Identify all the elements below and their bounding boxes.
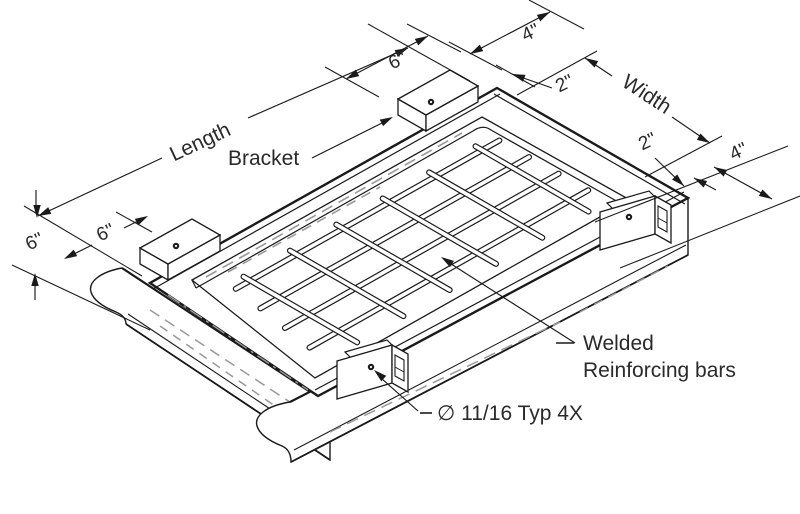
dim-4-top-arrow-a (470, 44, 484, 54)
label-welded-line2: Reinforcing bars (583, 359, 736, 382)
dim-6-left-arrow-a (64, 249, 78, 259)
bar-fill (380, 196, 498, 266)
length-arrow-low (38, 207, 52, 216)
label-width: Width (618, 70, 676, 119)
reinforcing-bar (379, 195, 499, 267)
extension-line (367, 23, 471, 82)
dim-6-vert-arrow-up (31, 273, 39, 286)
dim-text-4-right: 4" (726, 139, 751, 165)
dim-6-top-arrow-b (414, 36, 428, 46)
bracket-front-slot-lip (394, 366, 405, 373)
bracket-top-hole-center (429, 100, 433, 104)
label-bracket: Bracket (228, 147, 299, 170)
bar-fill (241, 274, 359, 345)
dim-text-6-top: 6" (385, 48, 410, 74)
bar-fill (307, 188, 591, 350)
extension-line (115, 211, 153, 233)
welded-bars-leader-arrow (441, 257, 454, 268)
frame-outer-edge (147, 86, 691, 398)
dimension-line (37, 157, 163, 217)
hidden-line (205, 132, 463, 278)
dimension-line (247, 47, 409, 119)
length-arrow-high (394, 48, 408, 57)
extension-line (406, 23, 462, 53)
dim-4-right-arrow-a (714, 167, 728, 177)
frame-front-wall (255, 196, 689, 464)
dimension-line (469, 11, 551, 55)
extension-line (528, 0, 585, 30)
dim-4-top-arrow-b (536, 12, 550, 22)
dim-text-2-top: 2" (552, 71, 577, 97)
hidden-line (149, 309, 306, 413)
bracket-leader (311, 120, 387, 159)
dim-text-6-left: 6" (93, 220, 118, 246)
dim-gap-right-arrow (694, 178, 708, 188)
extension-line (324, 66, 380, 98)
reinforcing-bar (281, 170, 562, 331)
reinforcing-bar (286, 247, 407, 320)
dim-text-4-top: 4" (518, 20, 543, 46)
reinforcing-bar (257, 154, 533, 312)
bracket-front (336, 339, 409, 400)
bracket-left (138, 218, 222, 282)
label-welded-line1: Welded (583, 332, 654, 355)
frame-opening-edge (190, 116, 632, 379)
bar-fill (283, 171, 561, 330)
dim-6-top-arrow-a (346, 69, 360, 79)
extension-line (594, 145, 789, 223)
hole-callout-leader-arrow (374, 370, 387, 382)
bar-fill (258, 155, 531, 311)
bar-fill (288, 248, 406, 318)
extension-line (448, 41, 503, 71)
extension-line (516, 50, 598, 96)
extension-line (619, 195, 800, 269)
dim-2-right-arrow (672, 174, 684, 186)
bracket-right-hole-center (627, 215, 631, 219)
bracket-right-slot (657, 205, 668, 233)
welded-bars-leader (447, 261, 576, 344)
reinforcing-bar (426, 169, 546, 241)
bracket-right (599, 190, 672, 251)
bar-fill (473, 144, 591, 214)
bar-fill (233, 138, 502, 291)
dim-text-6-vert: 6" (22, 229, 47, 255)
rim-centerline-hidden (167, 294, 309, 391)
dimension-line (345, 35, 429, 80)
bar-fill (427, 170, 545, 240)
dim-4-right-arrow-b (758, 189, 772, 199)
hidden-line (227, 186, 381, 273)
dim-6-vert-arrow-down (33, 205, 41, 218)
reinforcing-bar (333, 221, 453, 294)
hole-callout-leader (380, 377, 419, 412)
hidden-line (329, 321, 561, 433)
width-arrow-low (696, 133, 710, 143)
label-length: Length (166, 118, 234, 166)
reinforcing-bar (306, 187, 592, 351)
frame-front-wall-lip (293, 244, 687, 451)
bracket-leader-arrow (379, 117, 393, 127)
dim-6-left-arrow-b (134, 216, 148, 226)
bracket-top-top-face (396, 69, 480, 116)
frame-front-wall-bottom-edge (290, 254, 689, 463)
reinforcing-bar (472, 143, 592, 215)
reinforcing-bar (240, 273, 361, 346)
bracket-front-hole-center (369, 365, 373, 369)
bracket-left-hole-center (174, 244, 178, 248)
frame-rim-lip (493, 93, 686, 205)
bracket-right-slot-lip (657, 217, 668, 224)
width-arrow-high (585, 58, 599, 68)
bracket-left-top-face (138, 218, 222, 265)
label-hole-callout: ∅ 11/16 Typ 4X (437, 402, 583, 425)
bracket-front-slot (394, 354, 405, 382)
bracket-top (396, 69, 480, 133)
dim-2-top-arrow (512, 74, 526, 82)
dim-text-2-right: 2" (635, 129, 660, 155)
reinforcing-bar (232, 137, 503, 292)
bar-fill (334, 222, 452, 292)
hidden-line (579, 265, 669, 313)
extension-line (23, 205, 143, 277)
hidden-line (159, 325, 299, 423)
